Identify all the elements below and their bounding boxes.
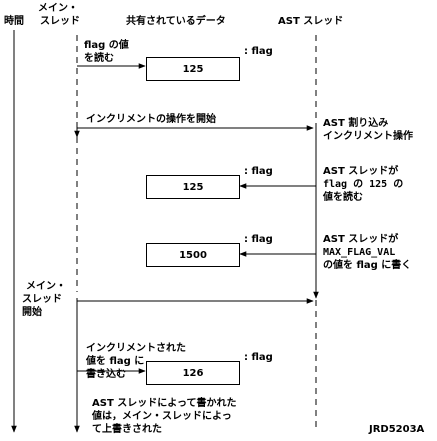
flag-box-4: 126 xyxy=(146,361,240,385)
ast-writes-line3: の値を flag に書く xyxy=(323,260,412,271)
flag-box-2: 125 xyxy=(146,175,240,199)
ast-writes-line2: MAX_FLAG_VAL xyxy=(323,247,396,258)
flag-box-2-label: : flag xyxy=(244,166,273,177)
write-back-line2: 値を flag に xyxy=(86,356,145,367)
header-main-thread-line1: メイン・ xyxy=(38,3,78,14)
flag-box-2-value: 125 xyxy=(182,181,204,193)
ast-reads-line3: 値を読む xyxy=(323,192,363,203)
header-ast-thread: AST スレッド xyxy=(278,16,344,27)
main-resume-line3: 開始 xyxy=(22,307,42,318)
main-resume-line2: スレッド xyxy=(22,294,62,305)
flag-box-3-value: 1500 xyxy=(179,249,207,261)
start-increment-label: インクリメントの操作を開始 xyxy=(86,114,216,125)
flag-box-1-label: : flag xyxy=(244,46,273,57)
header-time: 時間 xyxy=(4,16,24,27)
flag-box-1-value: 125 xyxy=(182,63,204,75)
read-flag-label-line2: を読む xyxy=(84,53,114,64)
main-resume-line1: メイン・ xyxy=(26,281,66,292)
figure-id: JRD5203A xyxy=(369,424,425,435)
write-back-line3: 書き込む xyxy=(86,369,126,380)
write-back-line1: インクリメントされた xyxy=(86,343,186,354)
ast-writes-line1: AST スレッドが xyxy=(323,234,399,245)
overwritten-note-line1: AST スレッドによって書かれた xyxy=(92,398,237,409)
ast-reads-line2: flag の 125 の xyxy=(323,179,404,190)
flag-box-1: 125 xyxy=(146,57,240,81)
overwritten-note-line2: 値は，メイン・スレッドによっ xyxy=(92,411,232,422)
header-shared-data: 共有されているデータ xyxy=(126,16,226,27)
flag-box-3: 1500 xyxy=(146,243,240,267)
overwritten-note-line3: て上書きされた xyxy=(92,424,162,435)
flag-box-4-value: 126 xyxy=(182,367,204,379)
flag-box-3-label: : flag xyxy=(244,234,273,245)
ast-reads-line1: AST スレッドが xyxy=(323,166,399,177)
ast-interrupt-line1: AST 割り込み xyxy=(323,118,389,129)
read-flag-label-line1: flag の値 xyxy=(84,40,129,51)
header-main-thread-line2: スレッド xyxy=(40,16,80,27)
ast-interrupt-line2: インクリメント操作 xyxy=(323,131,413,142)
flag-box-4-label: : flag xyxy=(244,352,273,363)
